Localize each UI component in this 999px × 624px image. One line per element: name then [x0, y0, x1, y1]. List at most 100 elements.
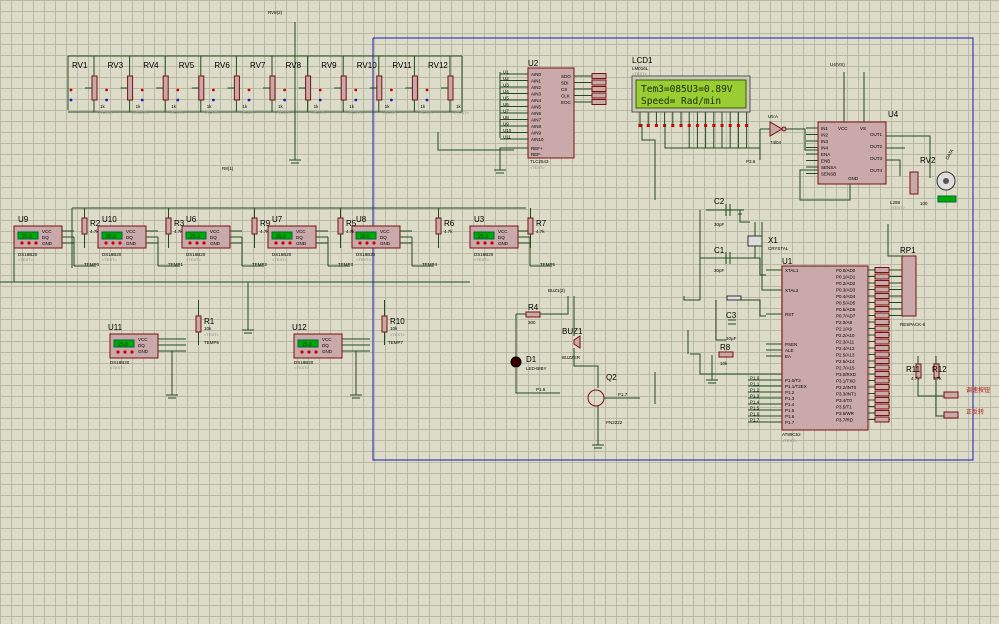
- resistor-value: 4.7k: [90, 229, 99, 234]
- sensor-part: DS18B20: [110, 360, 130, 365]
- mcu-port1-net: P1.0: [750, 376, 760, 381]
- pot-text: <TEXT>: [276, 110, 292, 115]
- pot-text: <TEXT>: [169, 110, 185, 115]
- p16-label: P1.6: [536, 387, 546, 392]
- mcu-right-pin: P0.6/AD6: [836, 307, 856, 312]
- driver-out-label: OUT2: [870, 144, 882, 149]
- adc-pin-label: EOC: [561, 100, 572, 105]
- driver-part: L298: [890, 200, 901, 205]
- adc-pin-label: CS: [561, 87, 567, 92]
- sensor-ref: U7: [272, 215, 283, 224]
- motor-assembly: RV2 100 DATA: [909, 148, 957, 206]
- p36-label: P3.6: [746, 159, 756, 164]
- mcu-right-pin: P2.5/A13: [836, 353, 855, 358]
- transistor-part: PN2222: [606, 420, 623, 425]
- sensor-net-label: TEMP7: [388, 340, 404, 345]
- sensor-part: DS18B20: [102, 252, 122, 257]
- driver-power-label: VCC: [838, 126, 848, 131]
- adc-ain-net: U1: [503, 70, 509, 75]
- adc-text-placeholder: <TEXT>: [530, 165, 546, 170]
- lcd-part: LM016L: [632, 66, 649, 71]
- sensor-ref: U9: [18, 215, 29, 224]
- resistor-ref: R5: [346, 219, 357, 228]
- mcu-port1-net: P1.5: [750, 406, 760, 411]
- oscillator: C2 30pF C1 30pF X1 CRYSTAL: [683, 197, 789, 301]
- lcd-text-placeholder: <TEXT>: [632, 71, 648, 76]
- resistor-ref: R7: [536, 219, 547, 228]
- adc-ain-label: AIN3: [531, 92, 542, 97]
- pot-text: <TEXT>: [347, 110, 363, 115]
- mcu-port1-net: P1.4: [750, 400, 760, 405]
- sensor-text: <TEXT>: [474, 257, 490, 262]
- buzzer-ref: BUZ1: [562, 327, 583, 336]
- mcu-right-pin: P0.4/AD4: [836, 294, 856, 299]
- adc-pin-label: SDO: [561, 74, 571, 79]
- sensor-ref: U10: [102, 215, 117, 224]
- mcu-text: <TEXT>: [782, 438, 798, 443]
- direction-button[interactable]: [943, 411, 959, 419]
- resistor-ref: R9: [260, 219, 271, 228]
- speed-button[interactable]: [943, 391, 959, 399]
- adc-ain-label: AIN2: [531, 85, 542, 90]
- cap-c3-value: 20µF: [726, 336, 737, 341]
- potentiometer-array: RV11k<TEXT>RV31k<TEXT>RV41k<TEXT>RV51k<T…: [69, 56, 470, 115]
- adc-ain-label: AIN4: [531, 98, 542, 103]
- pot-body: [91, 75, 98, 101]
- resistor-value: 4.7k: [260, 229, 269, 234]
- sensor-pin: DQ: [380, 235, 387, 240]
- sensor-part: DS18B20: [294, 360, 314, 365]
- mcu-right-pin: P2.3/A11: [836, 340, 855, 345]
- sensor-part: DS18B20: [18, 252, 38, 257]
- adc-ain-net: U7: [503, 109, 509, 114]
- pullup-resistor: R74.7k: [527, 208, 547, 248]
- sensor-part: DS18B20: [474, 252, 494, 257]
- pullup-r11-ref: R11: [906, 365, 921, 374]
- pot-body: [376, 75, 383, 101]
- sensor-net-label: TEMP4: [422, 262, 438, 267]
- pot-body: [233, 75, 240, 101]
- cap-c1-value: 30pF: [714, 268, 725, 273]
- sensor-part: DS18B20: [272, 252, 292, 257]
- inverter-part: 74l04: [770, 140, 782, 145]
- pot-ref: RV12: [428, 61, 448, 70]
- adc-ain-label: AIN7: [531, 118, 542, 123]
- pot-ref: RV4: [143, 61, 159, 70]
- adc-ain-label: AIN5: [531, 105, 542, 110]
- pullup-resistor: R64.7k: [435, 208, 455, 248]
- sensor-text: <TEXT>: [356, 257, 372, 262]
- pot-value: 1k: [171, 104, 177, 109]
- adc-ain-net: U3: [503, 83, 509, 88]
- driver-pin-list: IN1IN2IN3IN4ENAENBSENSASENSBOUT1OUT2OUT3…: [806, 126, 882, 181]
- sensor-net-label: TEMP3: [338, 262, 354, 267]
- pot-body: [411, 75, 418, 101]
- rv8-terminal-label: RV8(2): [268, 10, 283, 15]
- driver-in-label: IN4: [821, 146, 829, 151]
- pot-body: [198, 75, 205, 101]
- resistor-value: 4.7k: [444, 229, 453, 234]
- driver-in-label: IN2: [821, 133, 829, 138]
- resistor-ref: R1: [204, 317, 215, 326]
- driver-gnd-label: GND: [848, 176, 859, 181]
- pot-value: 1k: [456, 104, 462, 109]
- sensor-pin: VCC: [322, 337, 332, 342]
- sensor-pin: DQ: [126, 235, 133, 240]
- pullup-resistor: R34.7k: [165, 208, 185, 248]
- mcu-ref: U1: [782, 257, 793, 266]
- mcu-left-pin: P1.6: [785, 414, 795, 419]
- motor-value: 100: [920, 201, 928, 206]
- mcu-right-pin: P2.7/A15: [836, 366, 855, 371]
- pot-text: <TEXT>: [454, 110, 470, 115]
- pullup-r11-value: 4.7k: [911, 376, 920, 381]
- pot-value: 1k: [242, 104, 248, 109]
- pot-text: <TEXT>: [312, 110, 328, 115]
- resistor-ref: R3: [174, 219, 185, 228]
- mcu-right-pin: P0.2/AD2: [836, 281, 856, 286]
- sensor-readout: 25.0: [190, 234, 200, 240]
- sensor-ref: U8: [356, 215, 367, 224]
- microcontroller: U1 AT89C52 <TEXT> XTAL1XTAL2RSTPSENALEEA…: [748, 257, 902, 443]
- adc-ref-pin: REF-: [531, 152, 542, 157]
